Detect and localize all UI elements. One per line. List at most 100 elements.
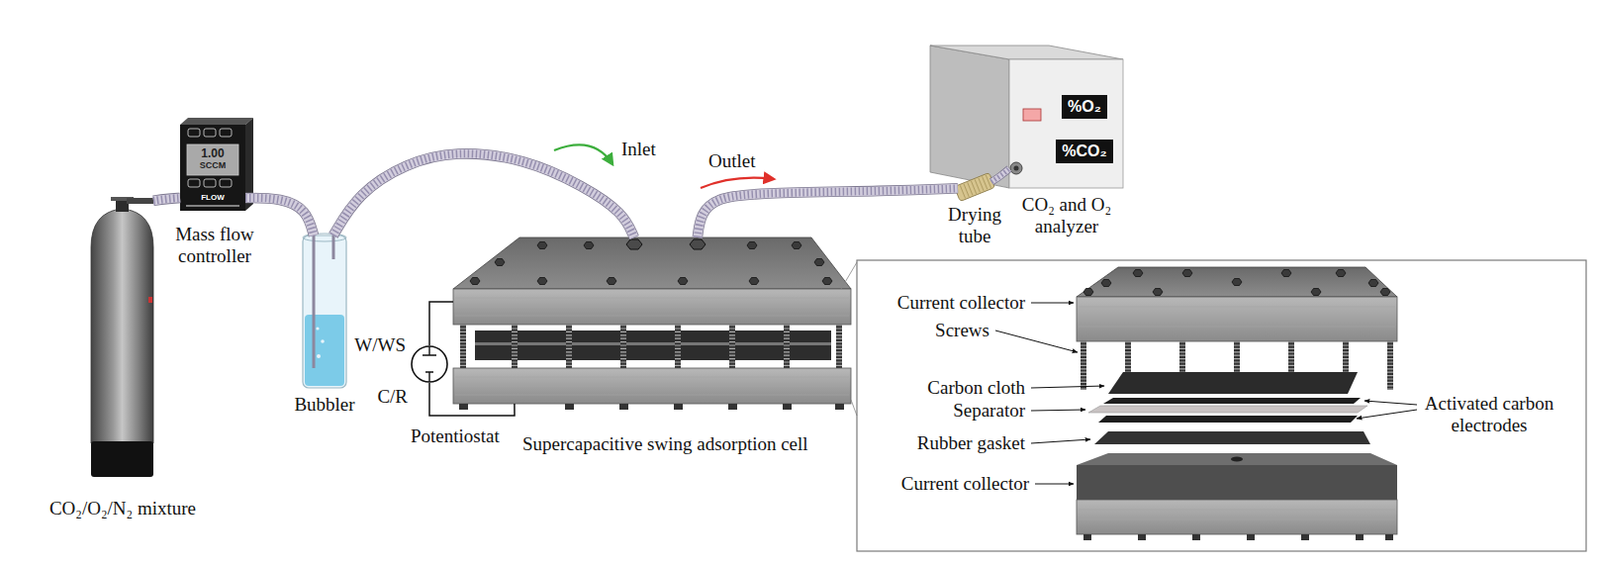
top-collector-face xyxy=(1076,267,1398,297)
leader-line xyxy=(1035,483,1074,485)
hose-body xyxy=(245,197,314,236)
text-slot: C/R xyxy=(361,385,408,408)
hose-outline xyxy=(697,188,958,238)
plate-texture xyxy=(455,376,849,395)
gas-hose xyxy=(697,188,958,238)
part-label: Current collector xyxy=(870,472,1030,495)
collector-cavity-front xyxy=(1076,465,1398,500)
bolt-head xyxy=(749,278,759,285)
text-slot: Separator xyxy=(870,399,1026,422)
gas-cylinder xyxy=(91,196,154,477)
gas-hose xyxy=(991,169,1010,183)
bubbler-label: Bubbler xyxy=(275,393,375,416)
leader-line xyxy=(1031,409,1086,411)
hose-body xyxy=(697,188,958,238)
terminal-label: W/WS xyxy=(341,334,406,357)
hose-outline xyxy=(991,169,1010,183)
text-slot: Activated carbon electrodes xyxy=(1410,392,1569,437)
text-slot: CO₂/O₂/N₂ mixture xyxy=(23,497,222,520)
leader-lines xyxy=(995,302,1417,484)
dip-tube xyxy=(312,235,316,369)
gas-port xyxy=(1010,162,1023,175)
bolt-head xyxy=(791,242,802,250)
mfc-label: Mass flow controller xyxy=(165,223,265,268)
leader-line xyxy=(1031,302,1074,304)
leader-line xyxy=(995,330,1078,353)
zoom-line xyxy=(850,399,857,416)
text-slot: Carbon cloth xyxy=(870,376,1026,399)
mfc-button xyxy=(219,128,232,137)
wire-path xyxy=(429,382,515,416)
carbon-cloth xyxy=(1108,372,1358,394)
bottom-plate-front xyxy=(453,368,851,404)
bubbler xyxy=(302,233,347,388)
gas-analyzer: %O₂%CO₂CO₂ and O₂ analyzer xyxy=(1009,59,1124,189)
bolt-head xyxy=(1152,288,1163,296)
terminal-label: C/R xyxy=(361,385,408,408)
bolt-head xyxy=(470,278,480,285)
part-label: Screws xyxy=(890,319,990,342)
flow-label: Inlet xyxy=(621,138,681,161)
plate-texture xyxy=(1078,509,1396,520)
hose-outline xyxy=(333,153,635,238)
text-slot: Inlet xyxy=(621,138,681,161)
bolt-head xyxy=(822,278,833,285)
exploded-cell xyxy=(1076,267,1398,541)
zoom-line xyxy=(841,262,857,289)
bolt-head xyxy=(1368,280,1379,287)
mfc-button xyxy=(219,179,232,188)
mass-flow-controller: 1.00SCCMFLOWMass flow controller xyxy=(180,124,246,211)
activated-carbon-electrode xyxy=(1103,397,1361,404)
text-slot: Outlet xyxy=(708,150,778,173)
electrode-stack xyxy=(474,330,832,361)
mfc-bar xyxy=(186,204,240,206)
bolt-head xyxy=(537,278,548,285)
bolt-head xyxy=(1311,288,1321,296)
potentiostat-label: Potentiostat xyxy=(410,425,530,448)
activated-carbon-electrode xyxy=(1098,415,1358,423)
potentiostat-symbol xyxy=(410,345,449,383)
text-slot: FLOW xyxy=(180,192,246,203)
leader-line xyxy=(1364,400,1417,405)
bolt-head xyxy=(1083,288,1094,296)
plate-texture xyxy=(1078,306,1396,327)
drying-tube-label: Drying tube xyxy=(943,203,1006,248)
hose-body xyxy=(153,197,181,201)
bolt-head xyxy=(814,259,825,267)
hose-outline xyxy=(153,197,181,201)
potentiostat: W/WSC/RPotentiostat xyxy=(410,345,449,383)
bubbler-glass xyxy=(302,235,347,388)
bubbler: Bubbler xyxy=(302,235,347,388)
mass-flow-controller xyxy=(180,117,254,211)
bolt-head xyxy=(583,242,594,250)
outlet-fitting xyxy=(689,239,706,250)
gas-hose xyxy=(333,153,635,238)
gas-hose xyxy=(153,197,181,201)
inlet-arrow xyxy=(554,144,613,165)
exit-tube xyxy=(332,235,336,260)
bolt-head xyxy=(677,278,688,285)
bubble xyxy=(316,354,321,359)
collector-hole xyxy=(1230,457,1243,463)
text-slot: W/WS xyxy=(341,334,406,357)
analyzer-top xyxy=(930,45,1124,60)
text-slot: Current collector xyxy=(870,291,1026,314)
bubble xyxy=(315,326,319,330)
mfc-button xyxy=(203,128,216,137)
bubbler-liquid xyxy=(304,314,345,386)
signal-wire xyxy=(429,382,515,416)
bolt-head xyxy=(494,259,505,267)
hose-speckle xyxy=(697,188,958,238)
drying-tube xyxy=(953,172,995,201)
bolt-head xyxy=(537,242,548,250)
signal-wire xyxy=(429,301,454,346)
bubble xyxy=(320,339,325,344)
bolt-head xyxy=(1281,270,1292,278)
part-label: Current collector xyxy=(870,291,1026,314)
adsorption-cell: Supercapacitive swing adsorption cell xyxy=(453,237,851,404)
analyzer-front xyxy=(1009,59,1124,189)
hose-speckle xyxy=(333,153,635,238)
